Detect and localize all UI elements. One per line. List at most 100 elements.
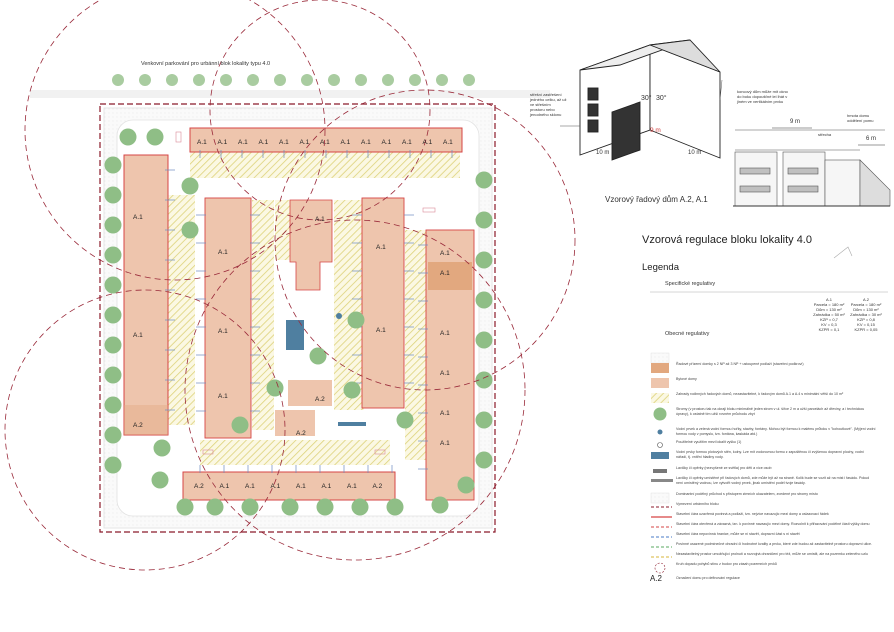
model-right-note: koncový dům může mít okno do boku dopouš… xyxy=(737,89,788,104)
legend-symbol xyxy=(651,546,672,548)
block-label: A.1 xyxy=(296,483,306,490)
legend-symbol xyxy=(651,506,672,508)
specific-title: Specifické regulativy xyxy=(665,281,716,287)
block-label: A.1 xyxy=(197,139,207,146)
benches xyxy=(175,131,436,455)
tree xyxy=(104,246,122,264)
tree xyxy=(475,331,493,349)
legend-symbol xyxy=(651,393,669,403)
block-label: A.1 xyxy=(218,393,228,400)
dim-left: 10 m xyxy=(596,150,610,156)
water-channel xyxy=(338,422,366,426)
tree xyxy=(104,156,122,174)
legend-symbol xyxy=(654,562,666,574)
tree xyxy=(181,221,199,239)
legend-text: Bytové domy xyxy=(676,377,697,381)
legend-symbol xyxy=(651,452,669,459)
tree xyxy=(386,498,404,516)
section-note: hmota domu oddělení pomu xyxy=(847,113,874,123)
block-label: A.1 xyxy=(258,139,269,146)
block-label: A.1 xyxy=(218,328,228,335)
block-label: A.1 xyxy=(315,216,325,223)
tree xyxy=(104,216,122,234)
tree xyxy=(104,396,122,414)
legend-text: Použitelné využitím mezi lokalit vyšku (… xyxy=(676,440,742,444)
legend-text: Lavičky či opěrky (nezvyšené ze světla) … xyxy=(676,466,772,470)
tree xyxy=(104,186,122,204)
tree xyxy=(457,476,475,494)
block-label: A.1 xyxy=(133,332,143,339)
legend-symbol xyxy=(651,526,672,528)
legend-text: Stromy (v prostoru tak na okraji bloku m… xyxy=(676,407,865,416)
tree xyxy=(343,381,361,399)
block-label: A.1 xyxy=(238,139,248,146)
tree xyxy=(475,411,493,429)
tree xyxy=(409,74,421,86)
block-label: A.1 xyxy=(443,139,453,146)
section-drawing xyxy=(733,127,891,207)
general-title: Obecné regulativy xyxy=(665,331,710,337)
tree xyxy=(351,498,369,516)
model-caption: střešní zastřešení jedného celku, až už … xyxy=(530,92,567,117)
tree xyxy=(301,74,313,86)
tree xyxy=(475,251,493,269)
house-model xyxy=(579,39,721,161)
legend-text: Zahrady rodinných řadových domů, nezasta… xyxy=(676,392,844,396)
tree xyxy=(274,74,286,86)
block-boundary xyxy=(99,103,496,533)
legend-text: Stavební čára otevřená a závazná, tzn. k… xyxy=(676,522,870,526)
legend-text: Lavičky či opěrky umístěné při řadových … xyxy=(676,476,870,485)
tree xyxy=(153,439,171,457)
block-label: A.1 xyxy=(376,244,386,251)
block-label: A.1 xyxy=(245,483,255,490)
angle-right: 30° xyxy=(656,95,667,102)
legend-symbol xyxy=(657,429,663,435)
tree xyxy=(206,498,224,516)
tree xyxy=(347,311,365,329)
legend-symbol xyxy=(651,479,673,482)
block-label: A.1 xyxy=(219,483,230,490)
tree xyxy=(112,74,124,86)
section-right-dim: 6 m xyxy=(866,136,877,142)
block-label: A.1 xyxy=(440,410,450,417)
tree xyxy=(436,74,448,86)
tree xyxy=(146,128,164,146)
legend-text: Dominantní podélný průchod s přístupem z… xyxy=(676,492,818,496)
tree xyxy=(231,416,249,434)
block-label: A.1 xyxy=(279,139,289,146)
legend-label-symbol: A.2 xyxy=(650,574,663,583)
tree xyxy=(382,74,394,86)
legend-text: Vodní prvky formou plotových stěn, kolny… xyxy=(676,450,864,459)
block-label: A.1 xyxy=(376,327,386,334)
block-label: A.1 xyxy=(299,139,310,146)
tree xyxy=(139,74,151,86)
dim-right: 10 m xyxy=(688,150,702,156)
block-label: A.1 xyxy=(440,270,450,277)
tree xyxy=(355,74,367,86)
tree xyxy=(309,347,327,365)
block-label: A.1 xyxy=(440,330,450,337)
legend-symbol xyxy=(651,516,672,518)
legend-symbol xyxy=(651,556,672,558)
tree xyxy=(104,276,122,294)
block-label: A.1 xyxy=(422,139,433,146)
tree xyxy=(316,498,334,516)
north-arrow xyxy=(833,246,853,259)
tree xyxy=(151,471,169,489)
table-col1: A.1 Parcela = 180 m² Dům = 130 m² Zahrád… xyxy=(813,297,845,332)
water-feature xyxy=(286,320,304,350)
tree xyxy=(266,379,284,397)
tree xyxy=(119,128,137,146)
block-label: A.1 xyxy=(381,139,392,146)
block-label: A.1 xyxy=(340,139,351,146)
tree xyxy=(475,211,493,229)
tree xyxy=(104,306,122,324)
tree xyxy=(475,171,493,189)
tree xyxy=(104,426,122,444)
angle-left: 30° xyxy=(641,95,652,102)
block-label: A.2 xyxy=(194,483,204,490)
block-label: A.1 xyxy=(440,440,450,447)
tree xyxy=(176,498,194,516)
legend-text: Stavební čára nepovinná hranice, může se… xyxy=(676,532,800,536)
